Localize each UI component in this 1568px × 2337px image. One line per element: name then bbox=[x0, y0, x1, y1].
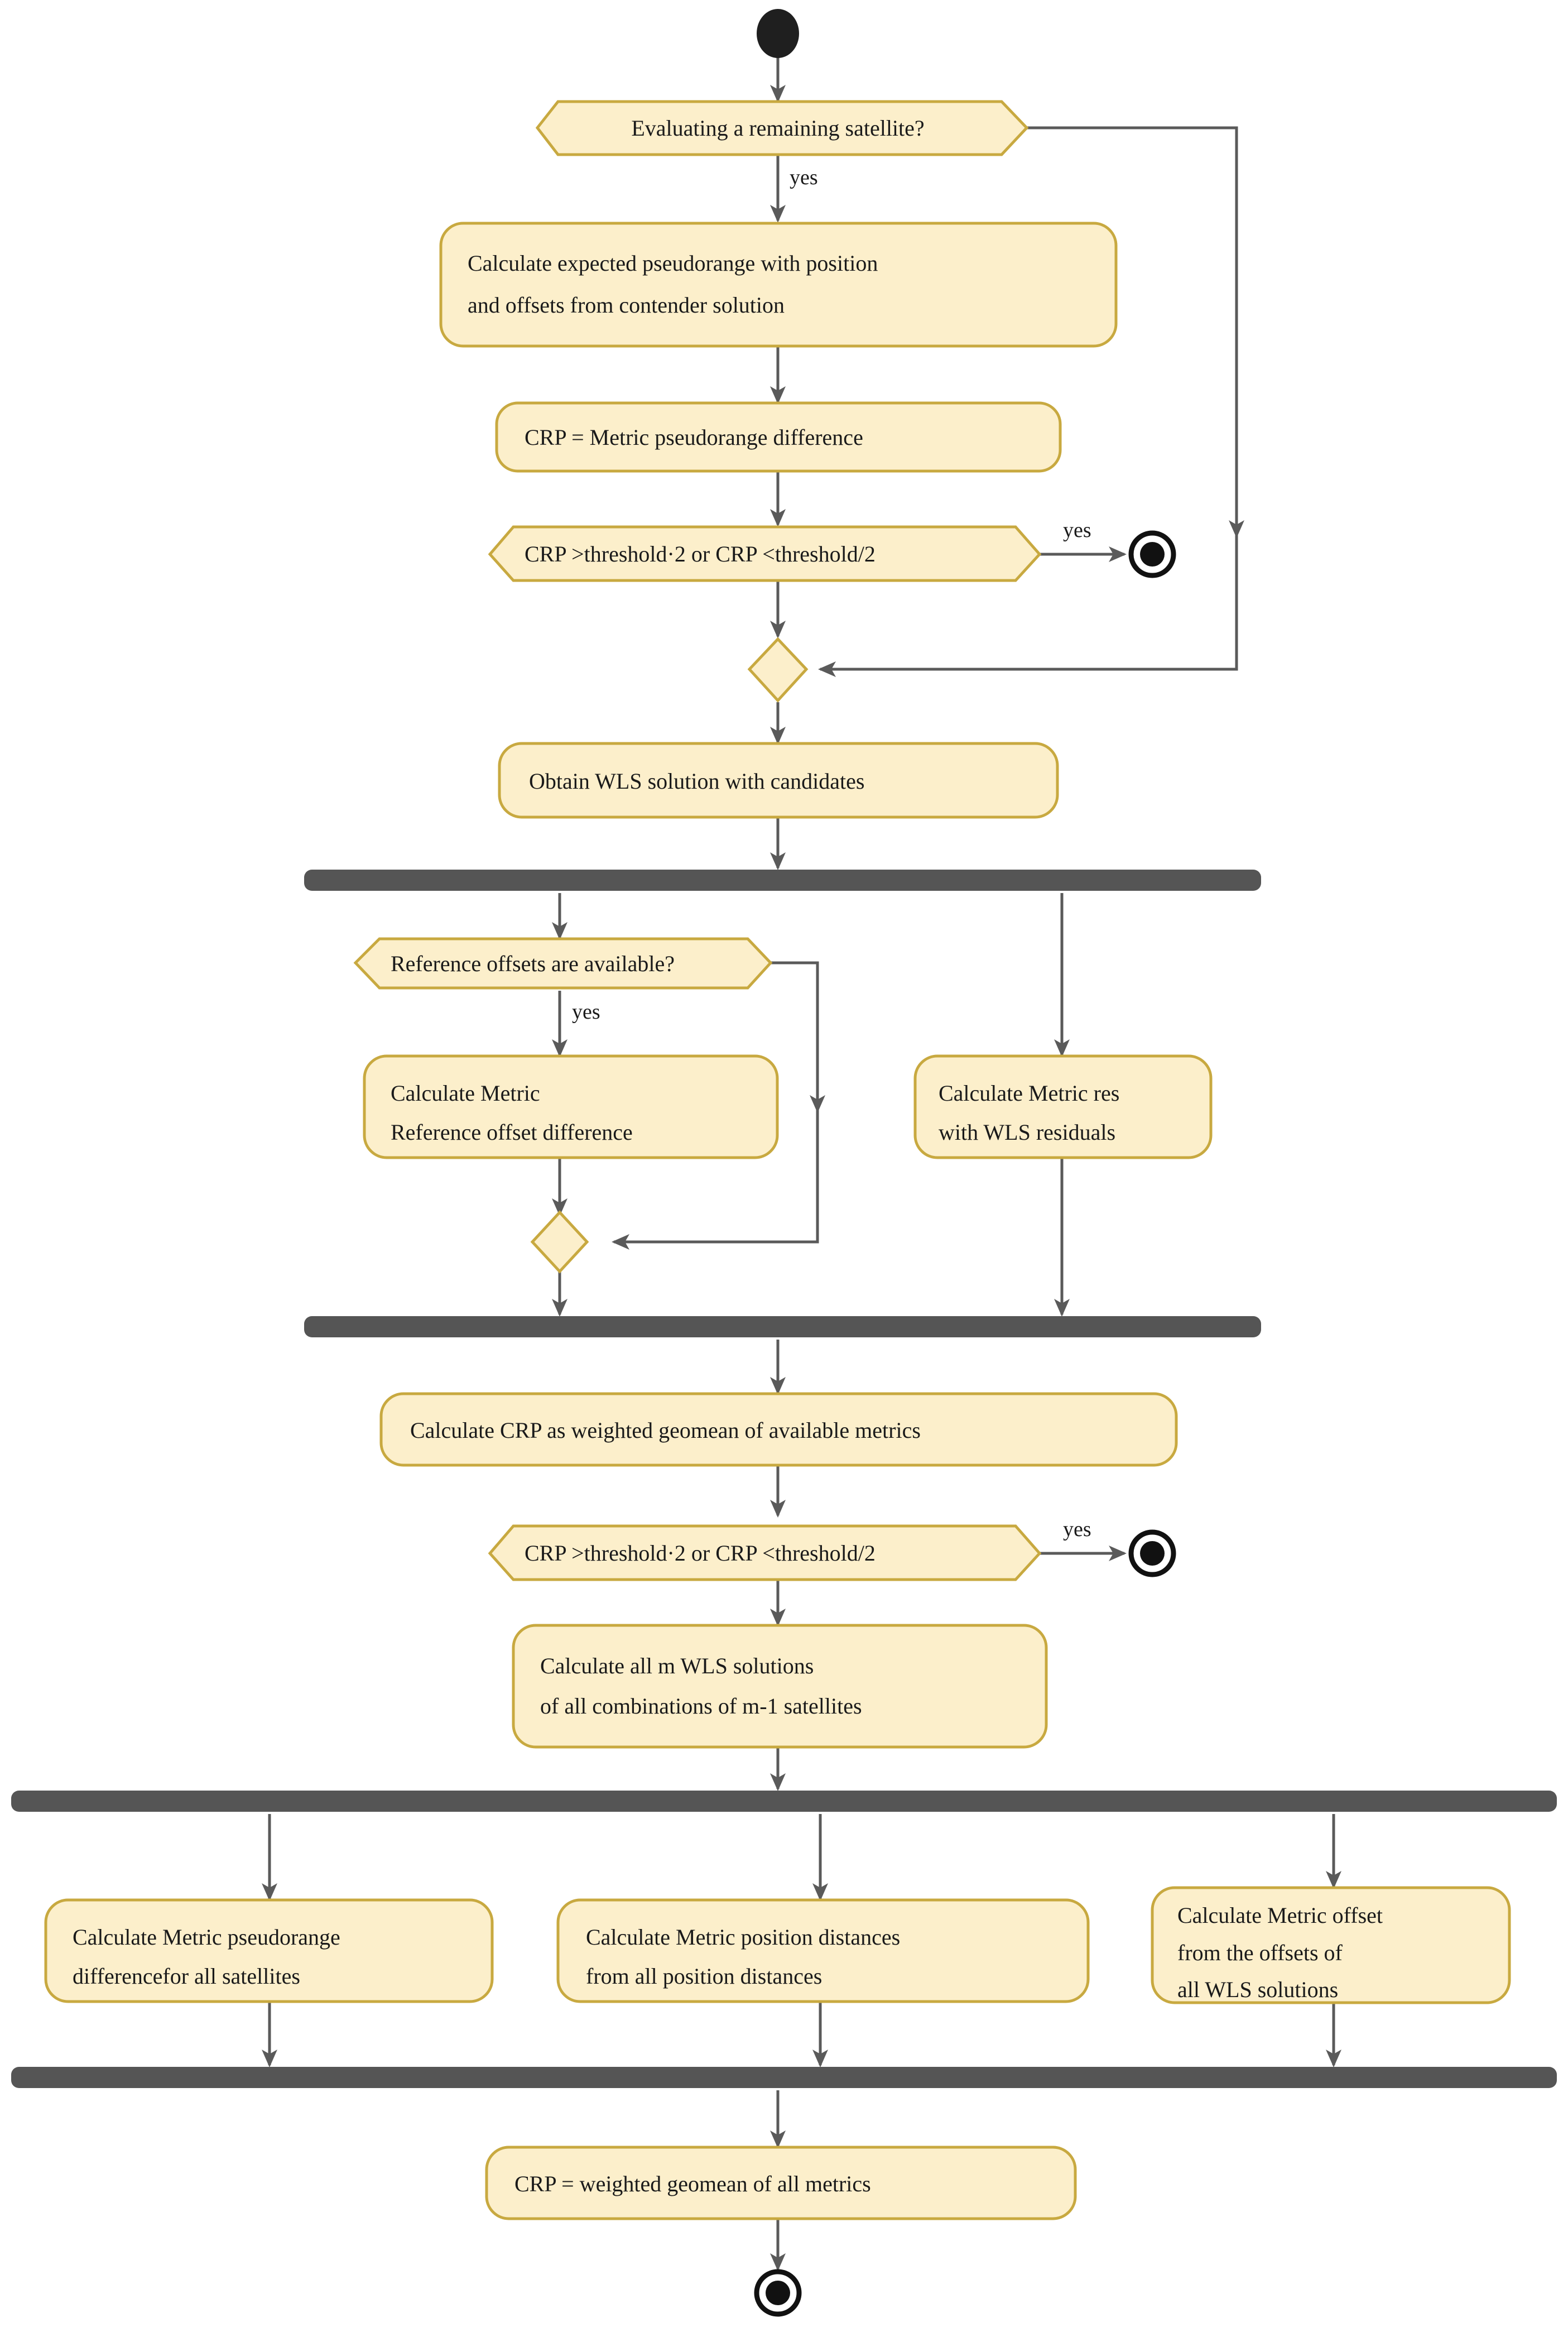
fork-bar-2 bbox=[11, 1791, 1557, 1812]
action-label: Calculate CRP as weighted geomean of ava… bbox=[410, 1418, 921, 1443]
edge-d1-loopback-to-m1 bbox=[818, 126, 1238, 677]
action-calculate-metric-position-distances[interactable]: Calculate Metric position distances from… bbox=[556, 1898, 1090, 2003]
action-crp-metric-pseudorange-difference[interactable]: CRP = Metric pseudorange difference bbox=[495, 401, 1062, 473]
decision-label: CRP >threshold·2 or CRP <threshold/2 bbox=[525, 1541, 876, 1566]
action-crp-weighted-geomean-all-metrics[interactable]: CRP = weighted geomean of all metrics bbox=[485, 2146, 1077, 2220]
action-label-line-2: and offsets from contender solution bbox=[468, 292, 785, 318]
action-obtain-wls-solution[interactable]: Obtain WLS solution with candidates bbox=[498, 742, 1059, 819]
action-label-line-1: Calculate Metric pseudorange bbox=[73, 1925, 340, 1950]
action-label-line-2: Reference offset difference bbox=[391, 1120, 633, 1145]
action-label-line-1: Calculate Metric bbox=[391, 1081, 540, 1106]
start-node bbox=[757, 9, 799, 58]
fork-bar-1 bbox=[304, 870, 1261, 891]
decision-label: CRP >threshold·2 or CRP <threshold/2 bbox=[525, 541, 876, 567]
action-label-line-2: differencefor all satellites bbox=[73, 1964, 300, 1989]
action-calculate-all-m-wls-solutions[interactable]: Calculate all m WLS solutions of all com… bbox=[512, 1624, 1048, 1749]
decision-reference-offsets-available[interactable]: Reference offsets are available? bbox=[353, 937, 773, 990]
decision-crp-threshold-2[interactable]: CRP >threshold·2 or CRP <threshold/2 bbox=[488, 1524, 1042, 1581]
join-bar-2 bbox=[11, 2067, 1557, 2088]
final-node-2 bbox=[1128, 1529, 1176, 1577]
action-label: CRP = weighted geomean of all metrics bbox=[514, 2171, 871, 2196]
merge-node-2 bbox=[530, 1210, 589, 1274]
final-node-3 bbox=[754, 2269, 802, 2317]
edge-label-d3-yes: yes bbox=[572, 1000, 600, 1024]
action-label-line-2: with WLS residuals bbox=[939, 1120, 1115, 1145]
action-label-line-2: from all position distances bbox=[586, 1964, 822, 1989]
action-label: Obtain WLS solution with candidates bbox=[529, 769, 864, 794]
action-calculate-metric-res-wls-residuals[interactable]: Calculate Metric res with WLS residuals bbox=[913, 1054, 1213, 1159]
action-calculate-metric-reference-offset-difference[interactable]: Calculate Metric Reference offset differ… bbox=[363, 1054, 779, 1159]
action-label-line-1: Calculate all m WLS solutions bbox=[540, 1653, 814, 1678]
action-label-line-1: Calculate Metric offset bbox=[1177, 1903, 1383, 1928]
action-label-line-1: Calculate expected pseudorange with posi… bbox=[468, 251, 878, 276]
final-node-1 bbox=[1128, 530, 1176, 578]
action-label-line-2: of all combinations of m-1 satellites bbox=[540, 1693, 862, 1719]
action-label-line-2: from the offsets of bbox=[1177, 1940, 1343, 1965]
action-label: CRP = Metric pseudorange difference bbox=[525, 425, 863, 450]
edge-label-d4-yes: yes bbox=[1063, 1518, 1091, 1541]
decision-evaluating-remaining-satellite[interactable]: Evaluating a remaining satellite? bbox=[535, 100, 1029, 156]
action-calculate-expected-pseudorange[interactable]: Calculate expected pseudorange with posi… bbox=[439, 222, 1118, 348]
join-bar-1 bbox=[304, 1316, 1261, 1337]
action-label-line-1: Calculate Metric res bbox=[939, 1081, 1119, 1106]
action-calculate-crp-weighted-geomean-available[interactable]: Calculate CRP as weighted geomean of ava… bbox=[379, 1392, 1178, 1467]
edge-layer bbox=[262, 56, 1341, 2271]
edge-label-d1-yes: yes bbox=[790, 166, 818, 189]
action-label-line-1: Calculate Metric position distances bbox=[586, 1925, 900, 1950]
decision-label: Reference offsets are available? bbox=[391, 951, 675, 976]
decision-label: Evaluating a remaining satellite? bbox=[631, 116, 924, 141]
action-label-line-3: all WLS solutions bbox=[1177, 1977, 1338, 2002]
edge-label-d2-yes: yes bbox=[1063, 519, 1091, 542]
action-calculate-metric-offset[interactable]: Calculate Metric offset from the offsets… bbox=[1151, 1886, 1511, 2004]
action-calculate-metric-pseudorange-difference-all[interactable]: Calculate Metric pseudorange differencef… bbox=[44, 1898, 494, 2003]
decision-crp-threshold-1[interactable]: CRP >threshold·2 or CRP <threshold/2 bbox=[488, 525, 1042, 582]
merge-node-1 bbox=[747, 637, 809, 703]
